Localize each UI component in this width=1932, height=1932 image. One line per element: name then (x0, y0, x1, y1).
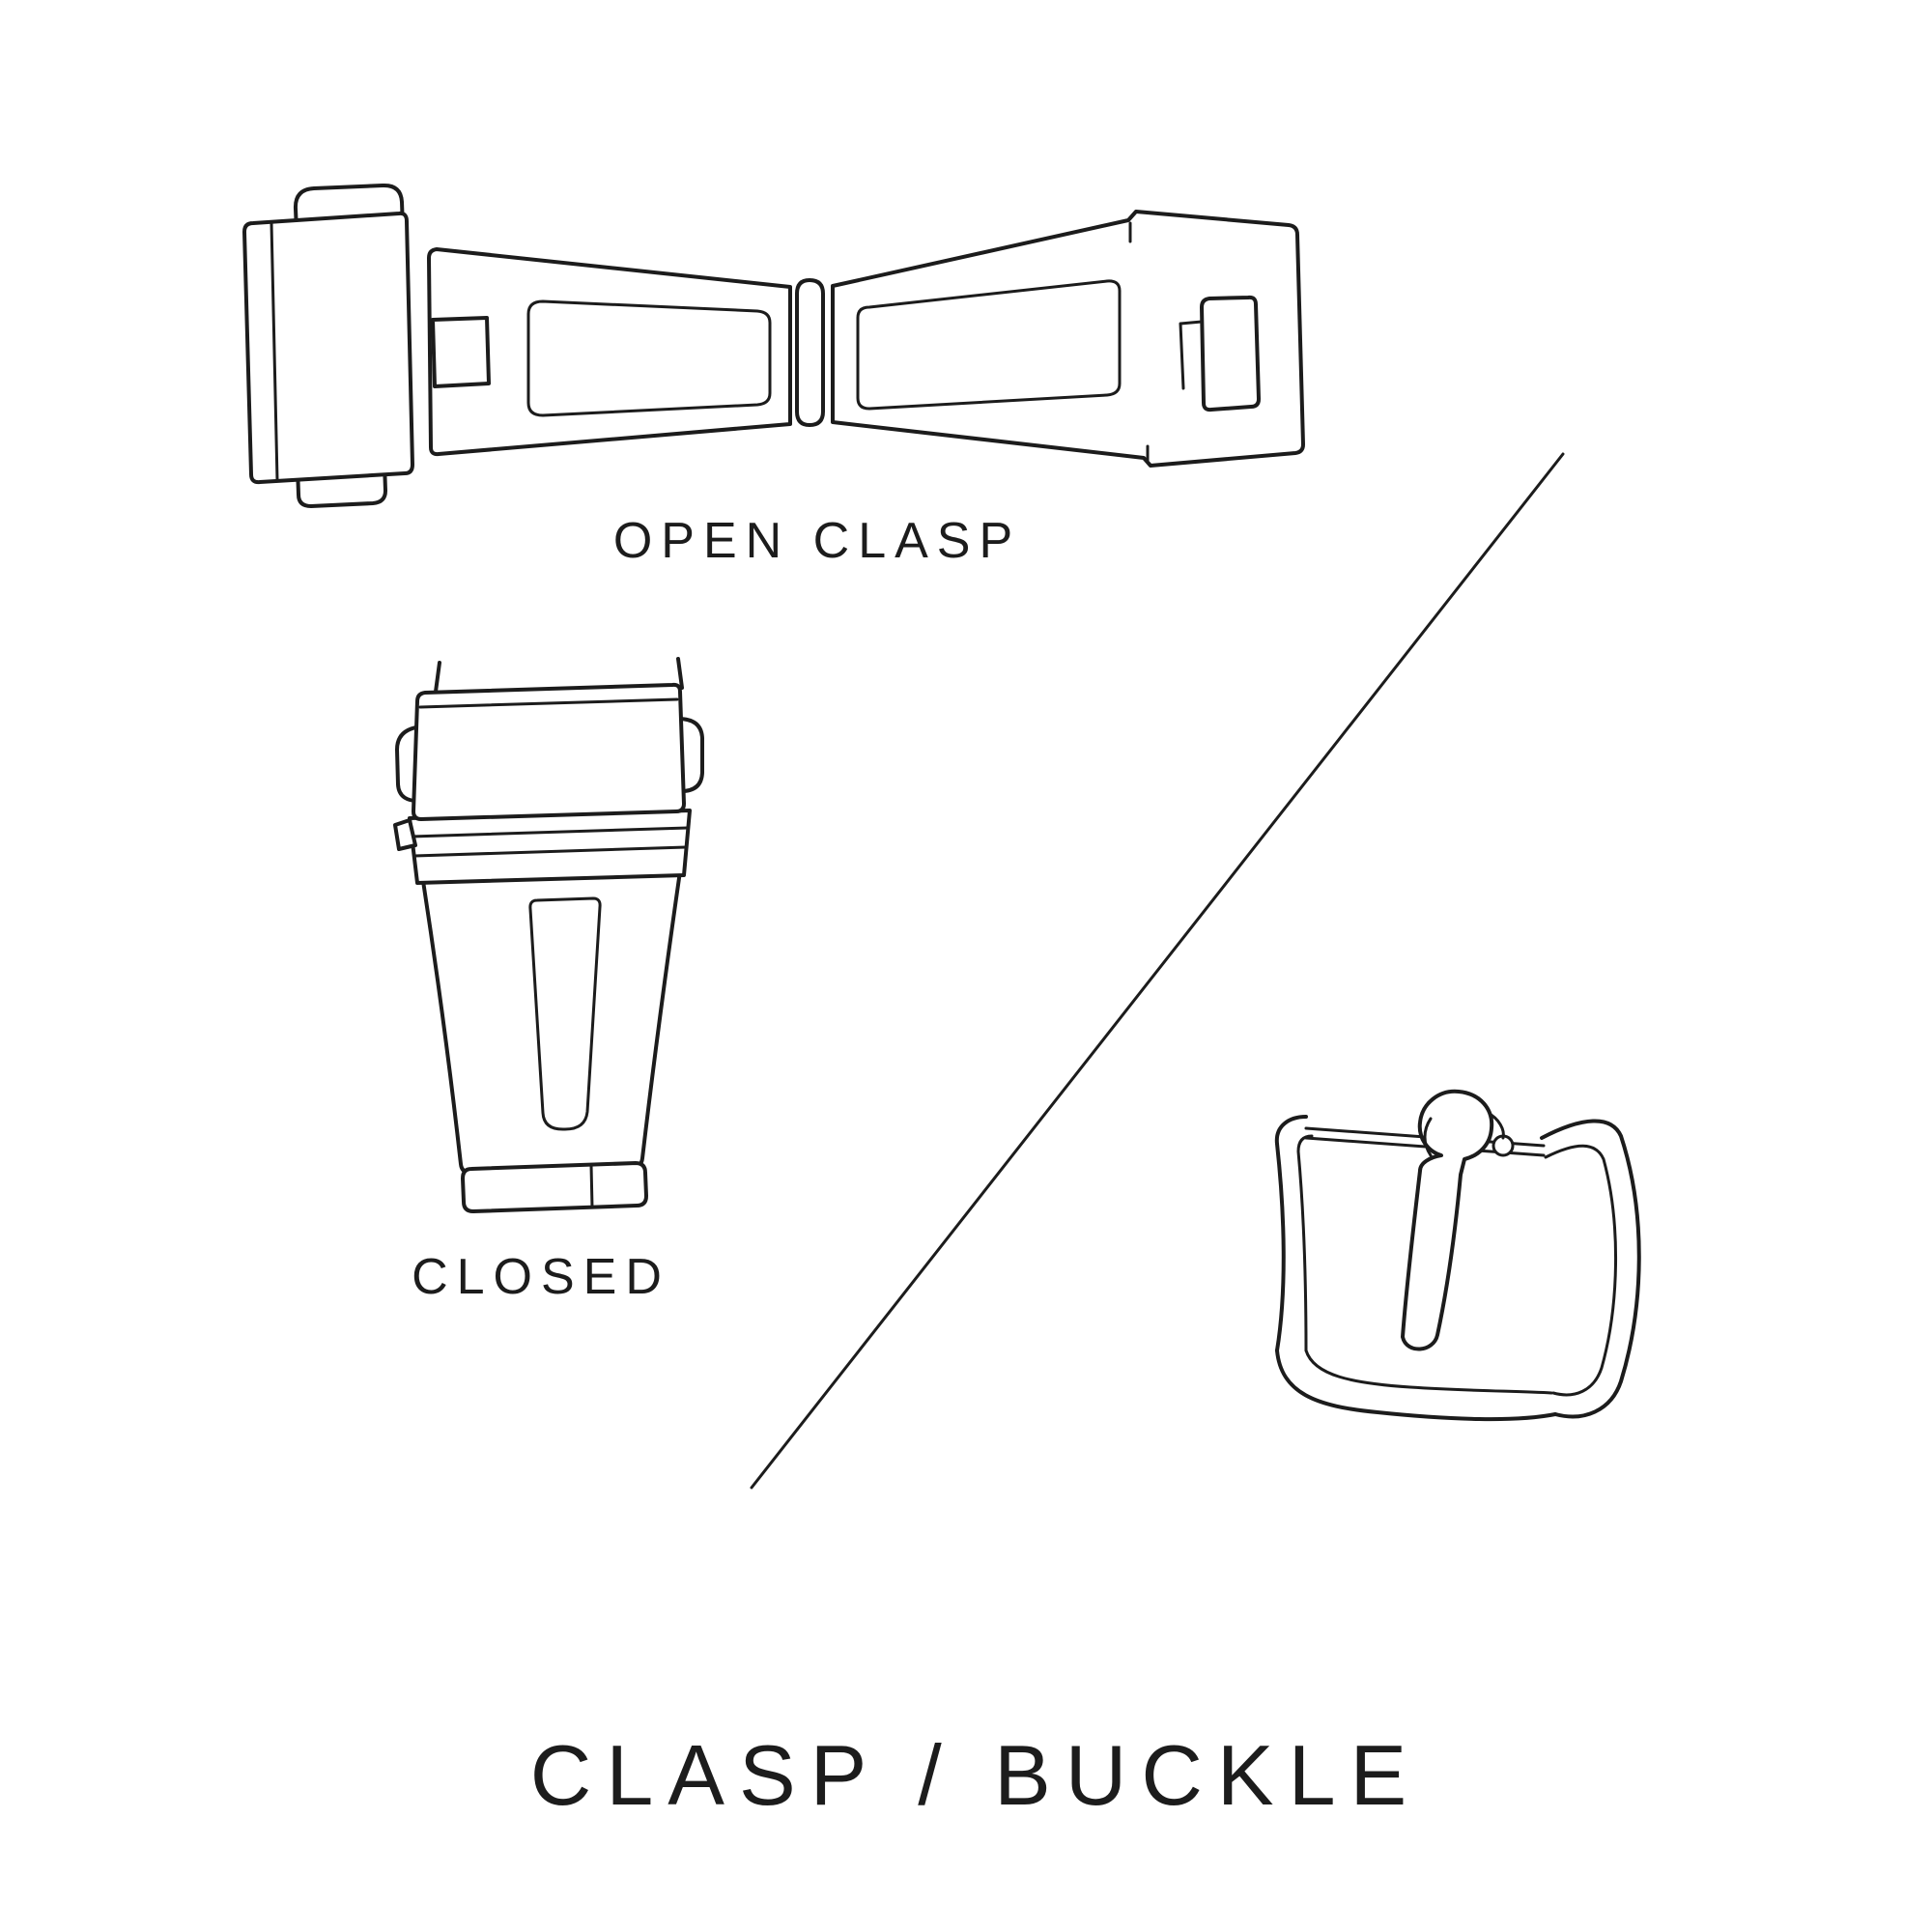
tang-buckle-illustration (1274, 1089, 1641, 1422)
open-clasp-illustration (242, 183, 1305, 508)
divider-line (750, 452, 1565, 1490)
closed-clasp-illustration (393, 657, 704, 1213)
open-clasp-caption: OPEN CLASP (612, 513, 1022, 569)
page-title: CLASP / BUCKLE (529, 1727, 1422, 1823)
closed-clasp-caption: CLOSED (412, 1249, 670, 1305)
